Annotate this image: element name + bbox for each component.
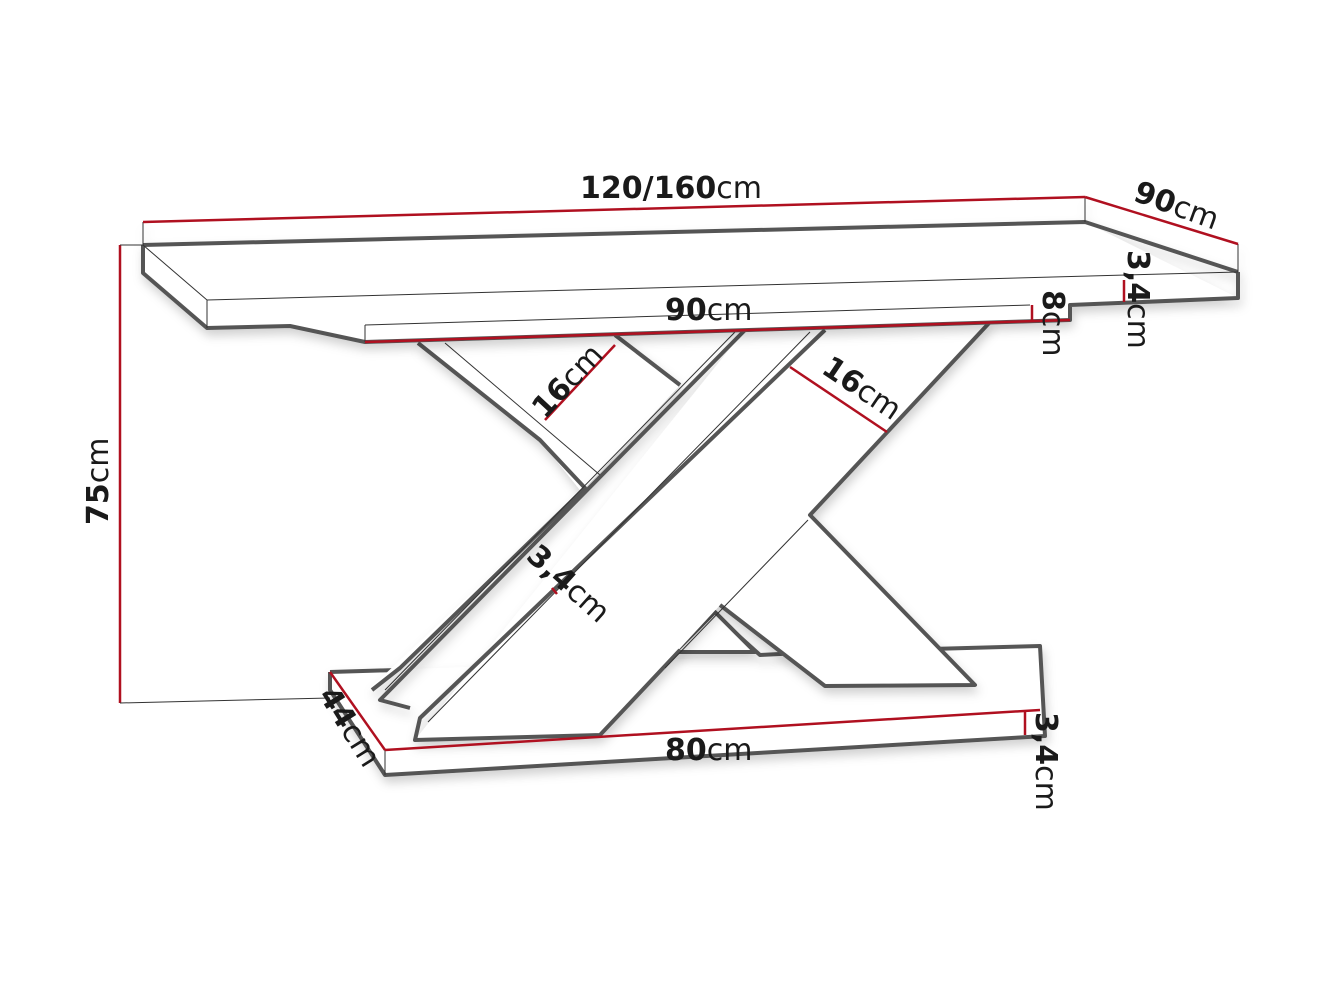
dim-line-base-length bbox=[384, 708, 1041, 752]
dim-line-top-length bbox=[142, 195, 1086, 224]
table-top bbox=[141, 197, 1240, 344]
label-top-length: 120/160cm bbox=[580, 171, 762, 206]
label-base-length: 80cm bbox=[665, 733, 752, 768]
label-top-depth: 90cm bbox=[1129, 175, 1223, 238]
label-apron-height: 8cm bbox=[1035, 290, 1070, 357]
dim-line-base-depth bbox=[328, 671, 387, 751]
dim-line-apron-length bbox=[364, 318, 1071, 344]
dim-line-leg-width-left bbox=[544, 344, 616, 421]
label-base-thickness: 3,4cm bbox=[1028, 712, 1063, 811]
dimension-lines bbox=[118, 195, 1239, 752]
dim-line-leg-thickness bbox=[551, 587, 558, 595]
label-apron-length: 90cm bbox=[665, 293, 752, 328]
dim-line-leg-width-right bbox=[789, 365, 888, 434]
label-top-thickness: 3,4cm bbox=[1120, 250, 1155, 349]
x-leg-front bbox=[378, 320, 992, 742]
label-total-height: 75cm bbox=[81, 438, 116, 525]
dim-line-top-depth bbox=[1084, 195, 1239, 246]
